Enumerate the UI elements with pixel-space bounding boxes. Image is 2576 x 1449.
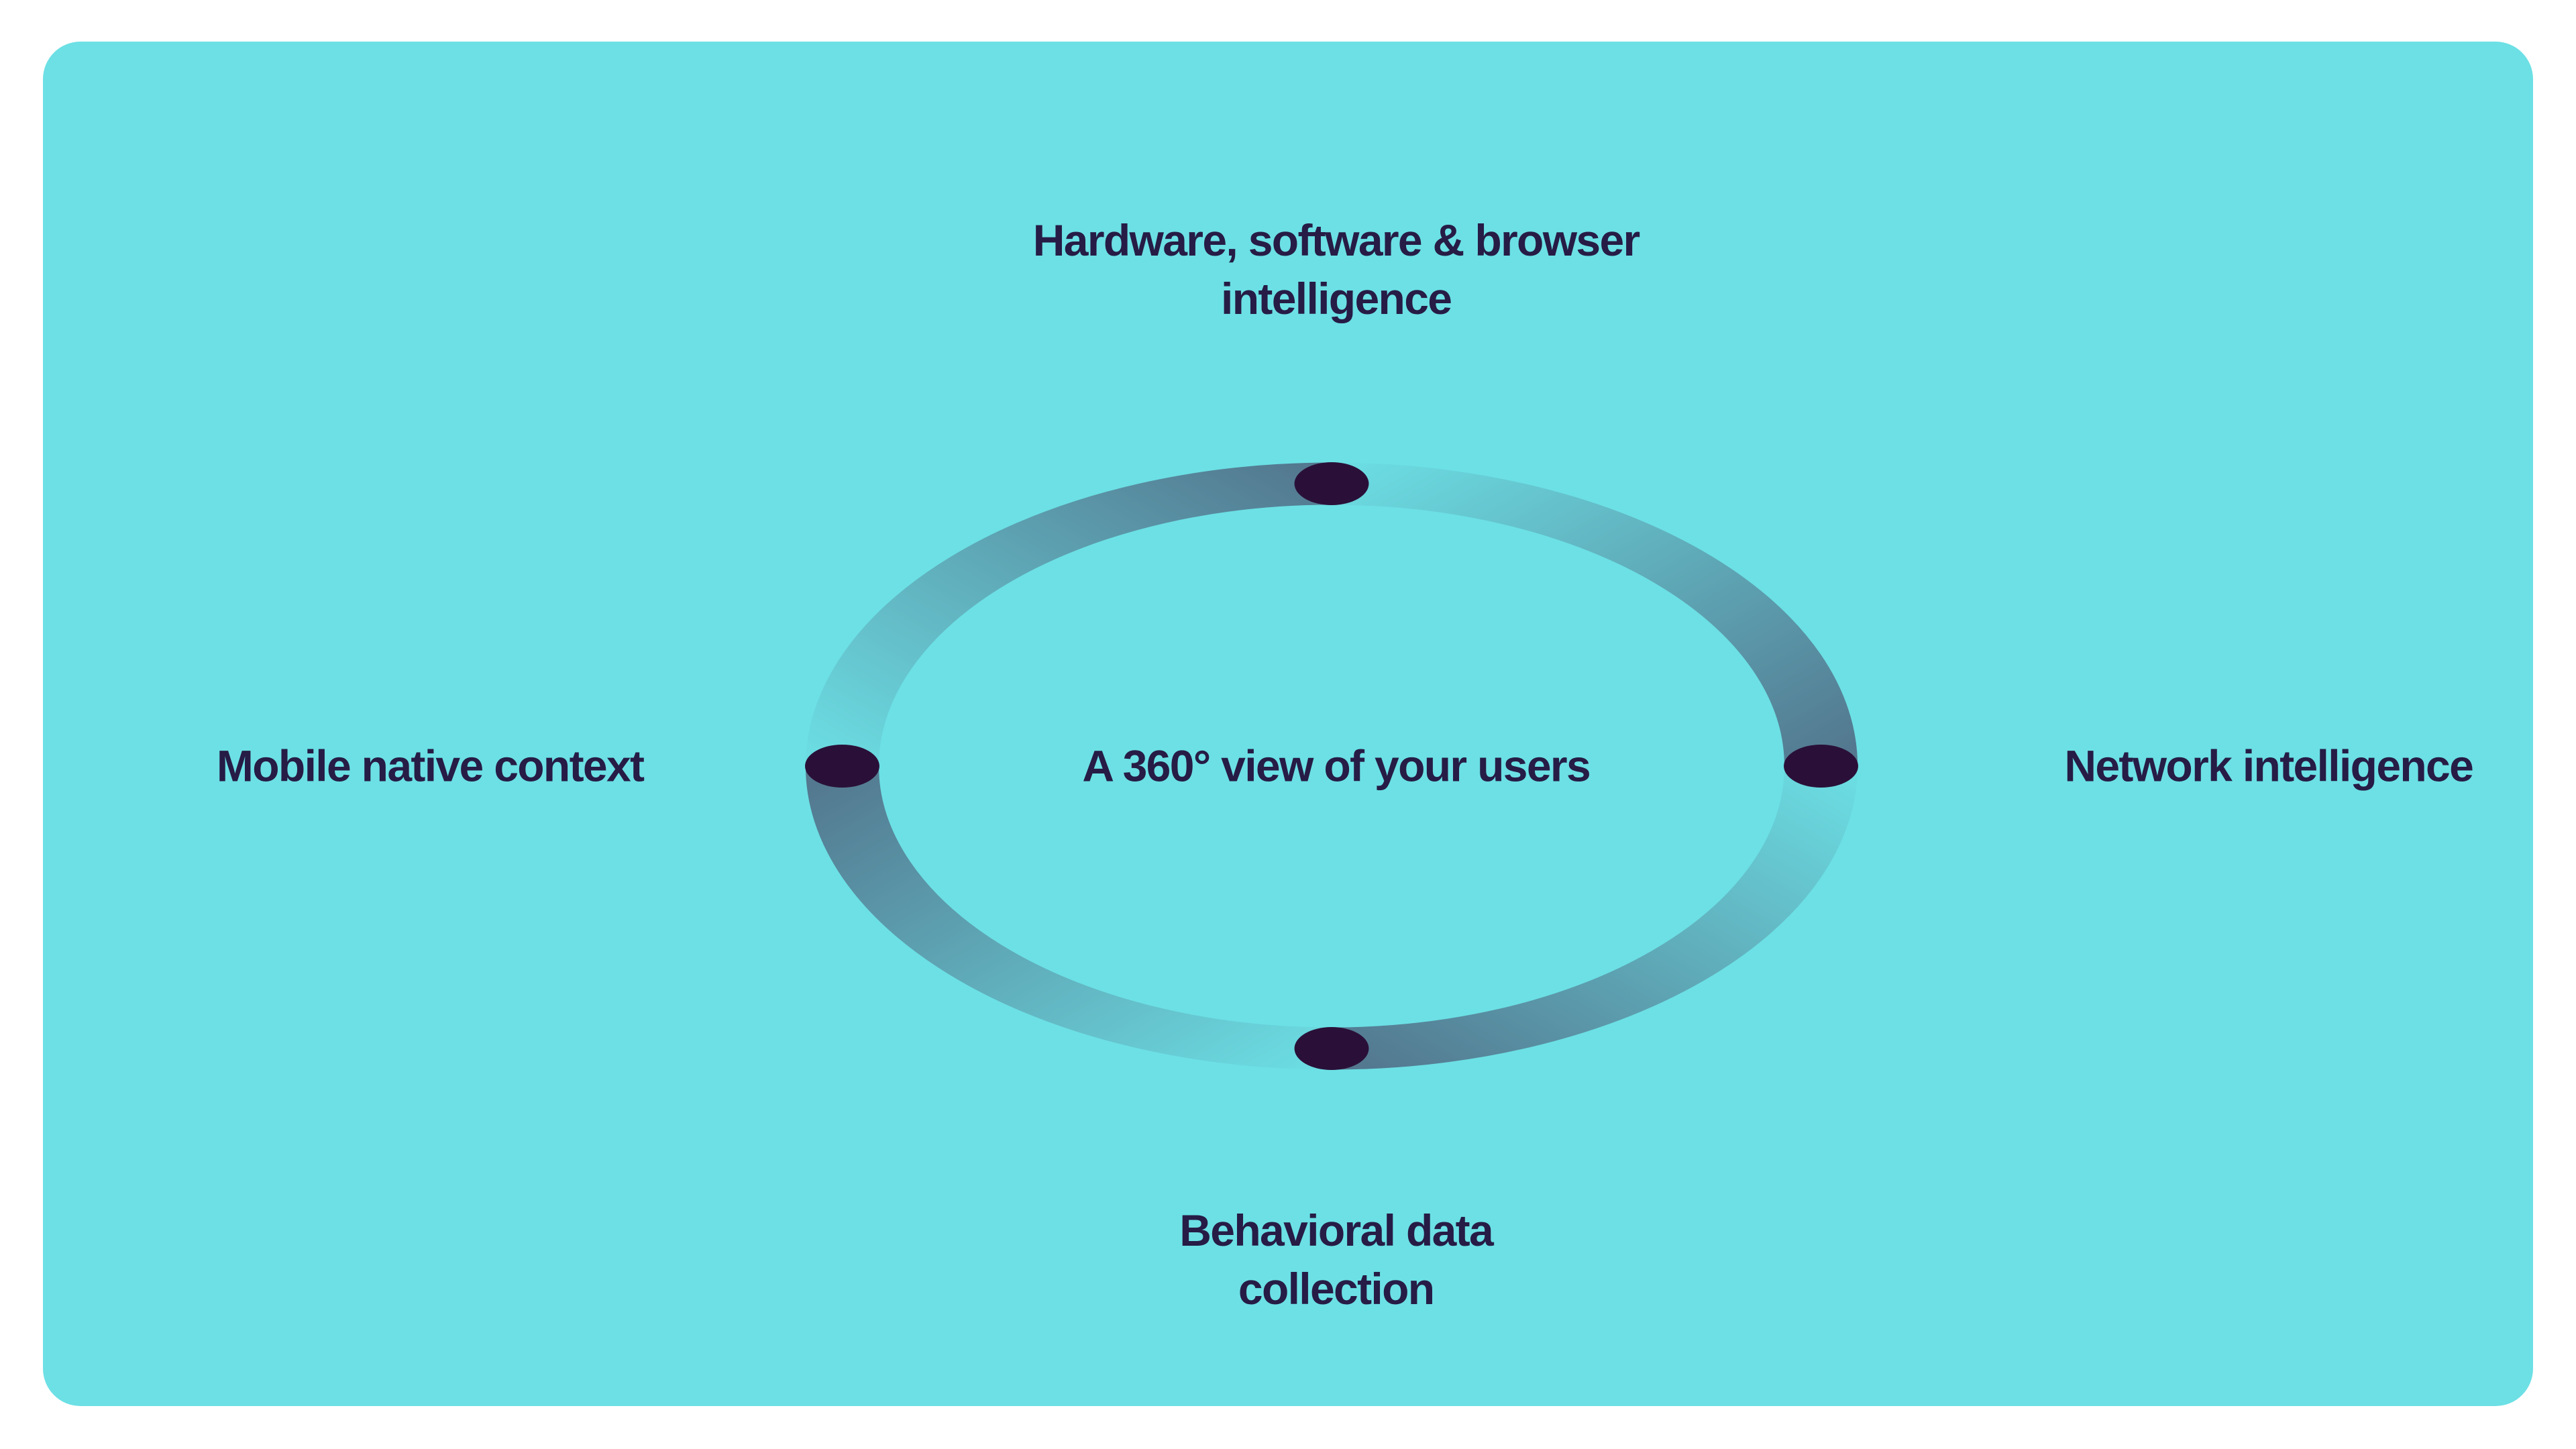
- node-dot-left: [805, 745, 880, 788]
- teal-card: Hardware, software & browser intelligenc…: [43, 42, 2533, 1407]
- ring-quarter-top-to-right: [1332, 462, 1858, 767]
- label-mobile-native-context: Mobile native context: [216, 737, 645, 796]
- label-line: Hardware, software & browser: [1032, 215, 1640, 265]
- label-line: Behavioral data: [1179, 1205, 1493, 1255]
- orbit-ring-diagram: [805, 462, 1859, 1071]
- center-label-360-view: A 360° view of your users: [1082, 737, 1591, 796]
- label-line: Network intelligence: [2064, 741, 2473, 791]
- label-behavioral-data-collection: Behavioral data collection: [1179, 1201, 1493, 1318]
- label-line: collection: [1238, 1263, 1435, 1313]
- ring-quarter-left-to-top: [806, 462, 1332, 767]
- label-hardware-software-browser-intelligence: Hardware, software & browser intelligenc…: [1033, 211, 1640, 328]
- node-dot-bottom: [1294, 1027, 1369, 1071]
- ring-quarter-bottom-to-left: [806, 765, 1332, 1070]
- node-dot-right: [1784, 745, 1859, 788]
- label-line: intelligence: [1221, 273, 1452, 323]
- label-network-intelligence: Network intelligence: [2064, 737, 2473, 796]
- node-dot-top: [1294, 462, 1369, 505]
- label-line: Mobile native context: [216, 741, 645, 791]
- ring-quarter-right-to-bottom: [1332, 765, 1858, 1070]
- label-line: A 360° view of your users: [1082, 741, 1591, 791]
